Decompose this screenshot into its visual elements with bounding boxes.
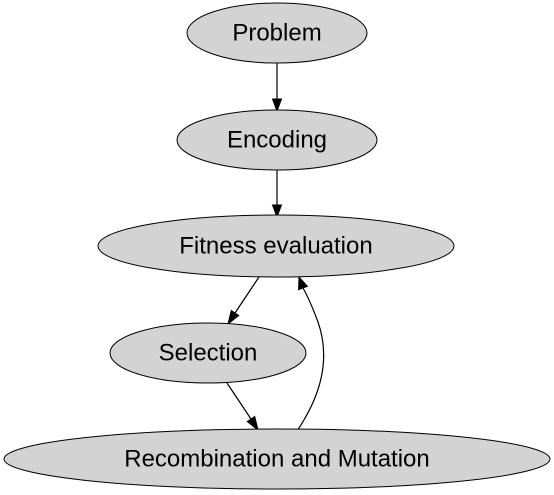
node-problem-label: Problem [232,20,321,47]
node-selection-label: Selection [159,340,258,367]
node-problem-shape [186,2,368,64]
node-recombination-mutation-label: Recombination and Mutation [124,446,430,473]
arrowhead-selection-recombination [246,415,259,432]
node-fitness-evaluation: Fitness evaluation [97,214,455,278]
arrowhead-encoding-fitness [271,204,283,219]
node-encoding-shape [176,109,378,171]
arrowhead-fitness-selection [227,309,240,326]
edge-fitness-selection [234,276,260,314]
node-fitness-evaluation-shape [97,214,455,278]
edge-selection-recombination [226,382,252,420]
node-selection: Selection [109,322,307,384]
node-recombination-mutation-shape [3,428,551,490]
node-recombination-mutation: Recombination and Mutation [3,428,551,490]
edges [226,63,325,432]
arrowhead-recombination-fitness [298,275,309,291]
edge-recombination-fitness [296,287,325,432]
node-problem: Problem [186,2,368,64]
node-encoding: Encoding [176,109,378,171]
node-encoding-label: Encoding [227,127,327,154]
arrowhead-problem-encoding [271,98,283,113]
node-fitness-evaluation-label: Fitness evaluation [179,233,372,260]
node-selection-shape [109,322,307,384]
